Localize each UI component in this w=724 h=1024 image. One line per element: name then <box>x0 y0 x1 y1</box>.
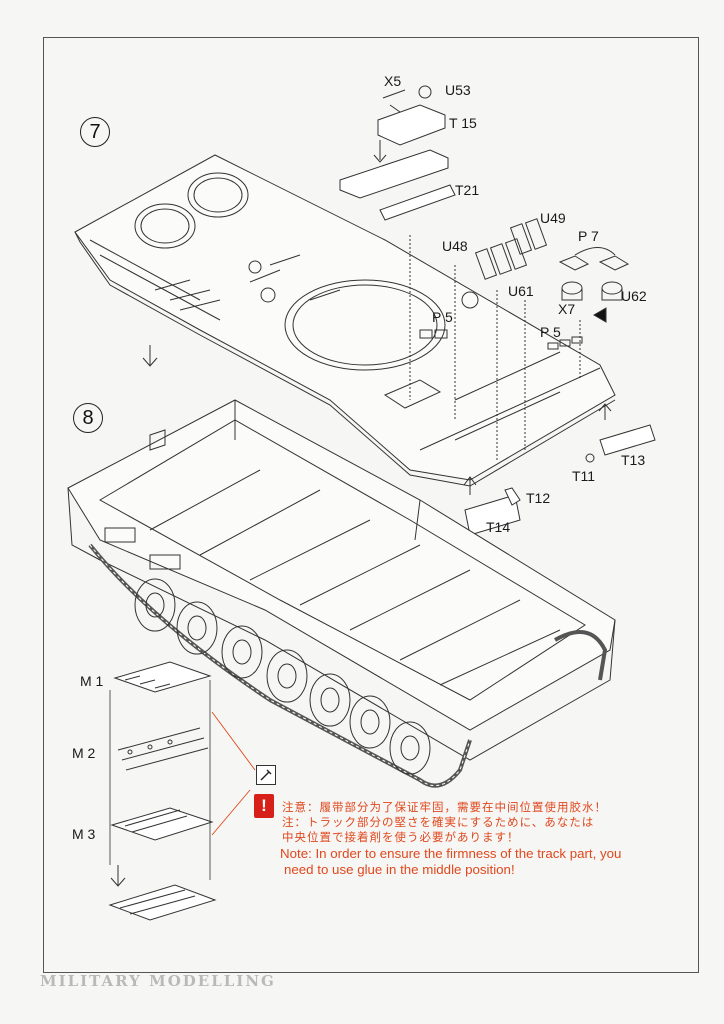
warning-icon: ! <box>254 794 274 818</box>
arrow-step <box>142 345 158 367</box>
part-t21b <box>379 184 456 221</box>
label-t11: T11 <box>572 468 596 484</box>
part-x7-u62 <box>561 281 623 301</box>
part-t13 <box>599 424 656 456</box>
track-assembled <box>108 884 217 921</box>
arrow-t12 <box>463 476 477 495</box>
label-t21: T21 <box>455 182 480 198</box>
note-english-line-1: Note: In order to ensure the firmness of… <box>280 846 622 861</box>
lower-hull <box>67 399 616 761</box>
upper-hull-plate <box>74 154 616 487</box>
track-link-m3 <box>110 807 214 841</box>
arrow-x7 <box>593 307 607 323</box>
label-p7: P 7 <box>578 228 599 244</box>
label-t13: T13 <box>621 452 646 468</box>
label-u49: U49 <box>540 210 566 226</box>
note-japanese-line-1: 注：トラック部分の堅さを確実にするために、あなたは <box>282 815 595 829</box>
note-japanese-line-2: 中央位置で接着剤を使う必要があります！ <box>282 830 520 844</box>
part-u49 <box>509 218 548 255</box>
label-u62: U62 <box>621 288 647 304</box>
label-t15: T 15 <box>449 115 477 131</box>
part-p7 <box>558 247 630 271</box>
label-p5-left: P 5 <box>432 309 453 325</box>
watermark: MILITARY MODELLING <box>40 972 276 990</box>
label-x5: X5 <box>384 73 402 89</box>
label-u61: U61 <box>508 283 534 299</box>
page-border <box>43 37 699 973</box>
label-m1: M 1 <box>80 673 104 689</box>
label-u48: U48 <box>442 238 468 254</box>
part-t11 <box>585 453 595 463</box>
glue-icon <box>256 765 276 785</box>
part-t21 <box>339 149 449 199</box>
label-u53: U53 <box>445 82 471 98</box>
step-7-number: 7 <box>80 117 110 147</box>
running-gear <box>88 543 608 788</box>
label-t12: T12 <box>526 490 551 506</box>
note-chinese: 注意：履带部分为了保证牢固，需要在中间位置使用胶水！ <box>282 800 607 814</box>
label-p5-right: P 5 <box>540 324 561 340</box>
track-link-m1 <box>113 661 212 693</box>
label-m3: M 3 <box>72 826 96 842</box>
track-link-m2 <box>117 727 209 771</box>
step-8-number: 8 <box>73 403 103 433</box>
label-x7: X7 <box>558 301 576 317</box>
arrow-track <box>110 865 126 887</box>
part-p5 <box>419 329 583 350</box>
arrow-t13 <box>598 403 612 420</box>
arrow-t15 <box>373 140 387 163</box>
label-m2: M 2 <box>72 745 96 761</box>
part-t15-u53 <box>377 85 446 146</box>
part-t12-t14 <box>464 487 521 536</box>
note-english-line-2: need to use glue in the middle position! <box>284 862 515 877</box>
part-u48 <box>474 238 528 280</box>
label-t14: T14 <box>486 519 511 535</box>
